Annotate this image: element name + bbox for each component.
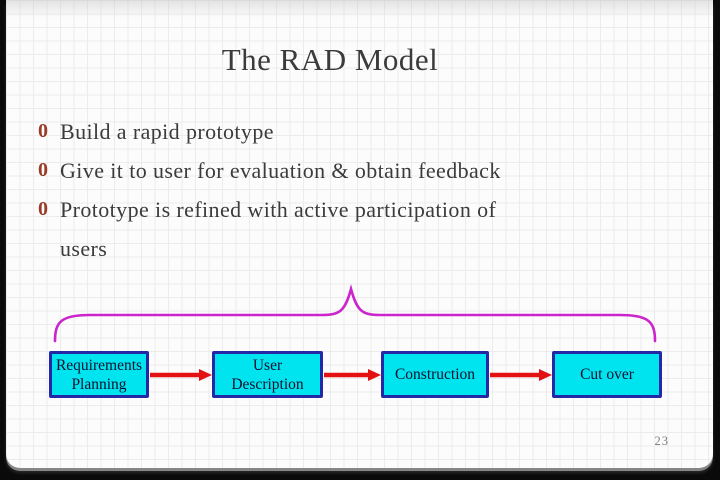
- curly-brace-icon: [53, 284, 657, 343]
- bullet-marker: 0: [38, 159, 49, 181]
- flow-arrow: [324, 369, 381, 381]
- flow-arrow: [490, 369, 552, 381]
- bullet-item: 0 Build a rapid prototype: [32, 112, 606, 151]
- process-box-requirements-planning: Requirements Planning: [49, 351, 149, 398]
- bullet-text: Prototype is refined with active partici…: [60, 197, 497, 261]
- process-box-construction: Construction: [381, 351, 489, 398]
- bullet-item: 0 Give it to user for evaluation & obtai…: [32, 151, 606, 190]
- page-number: 23: [654, 434, 669, 448]
- bullet-text: Build a rapid prototype: [60, 119, 274, 144]
- flow-arrow: [150, 369, 212, 381]
- slide: The RAD Model 0 Build a rapid prototype …: [6, 0, 713, 468]
- process-box-user-description: User Description: [212, 351, 323, 398]
- bullet-marker: 0: [38, 198, 49, 220]
- bullet-text: Give it to user for evaluation & obtain …: [60, 158, 501, 183]
- slide-title: The RAD Model: [221, 42, 439, 77]
- bullet-item: 0 Prototype is refined with active parti…: [32, 190, 606, 268]
- bullet-list: 0 Build a rapid prototype 0 Give it to u…: [32, 112, 606, 268]
- bullet-marker: 0: [38, 120, 49, 142]
- process-box-cut-over: Cut over: [552, 351, 662, 398]
